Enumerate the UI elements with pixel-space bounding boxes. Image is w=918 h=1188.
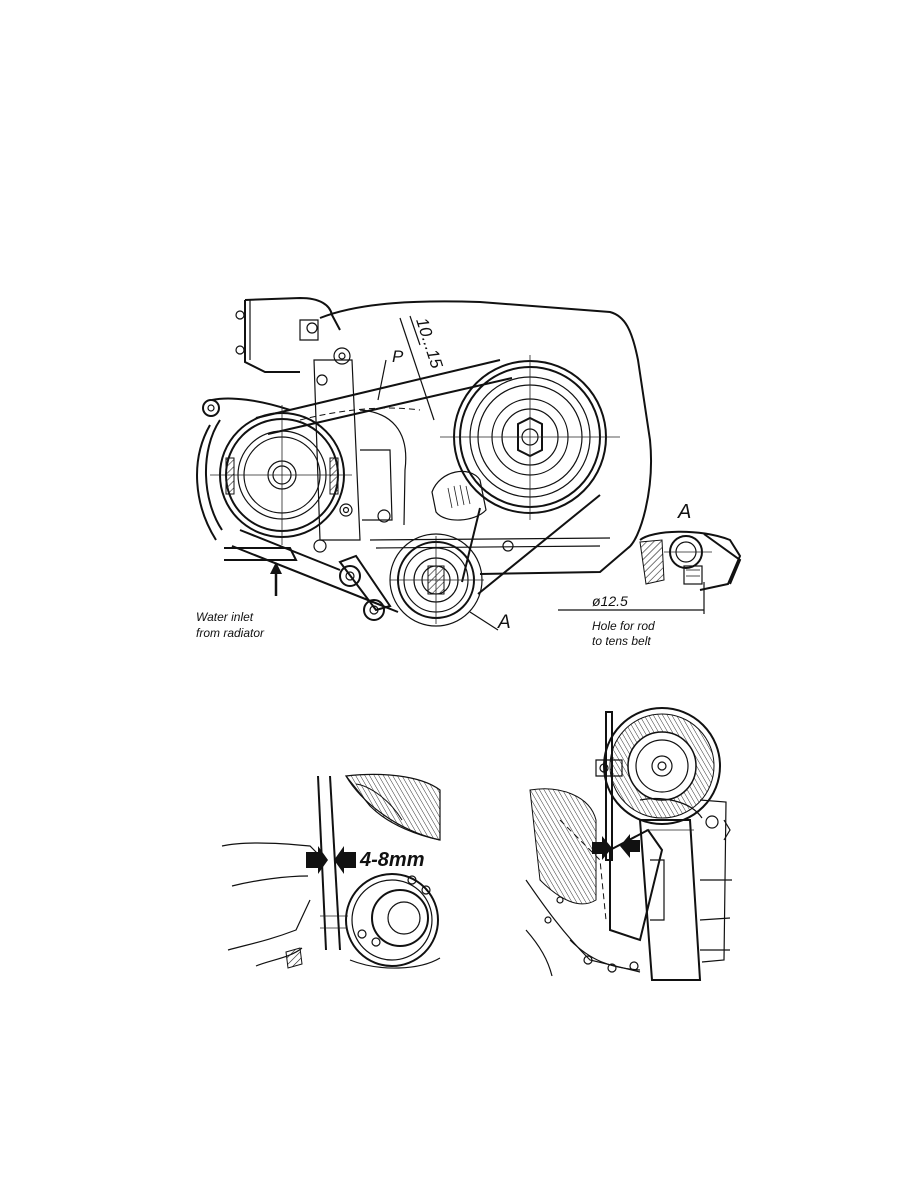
engine-front-diagram: 10...15 P Water inlet from radiator A xyxy=(196,296,652,640)
gap-label: 4-8mm xyxy=(359,849,424,871)
detail-callout-label: A xyxy=(497,612,511,633)
detail-a-label: A xyxy=(677,501,691,523)
point-p-label: P xyxy=(392,347,404,366)
hole-label-line2: to tens belt xyxy=(592,634,651,648)
tensioner-adjustment-illustration xyxy=(525,707,732,981)
tensioner-pulley xyxy=(389,533,484,627)
water-inlet-arrow xyxy=(270,562,282,596)
water-inlet-label-line2: from radiator xyxy=(196,626,265,640)
hole-label-line1: Hole for rod xyxy=(592,619,655,633)
alternator-pulley xyxy=(210,405,352,545)
belt-deflection-illustration: 4-8mm xyxy=(221,773,441,969)
detail-a-view: A ø12.5 Hole for rod to tens belt xyxy=(558,501,742,648)
crankshaft-pulley xyxy=(431,355,620,521)
dimension-label: 10...15 xyxy=(412,315,446,371)
water-inlet-label-line1: Water inlet xyxy=(196,610,254,624)
diameter-label: ø12.5 xyxy=(592,593,628,609)
